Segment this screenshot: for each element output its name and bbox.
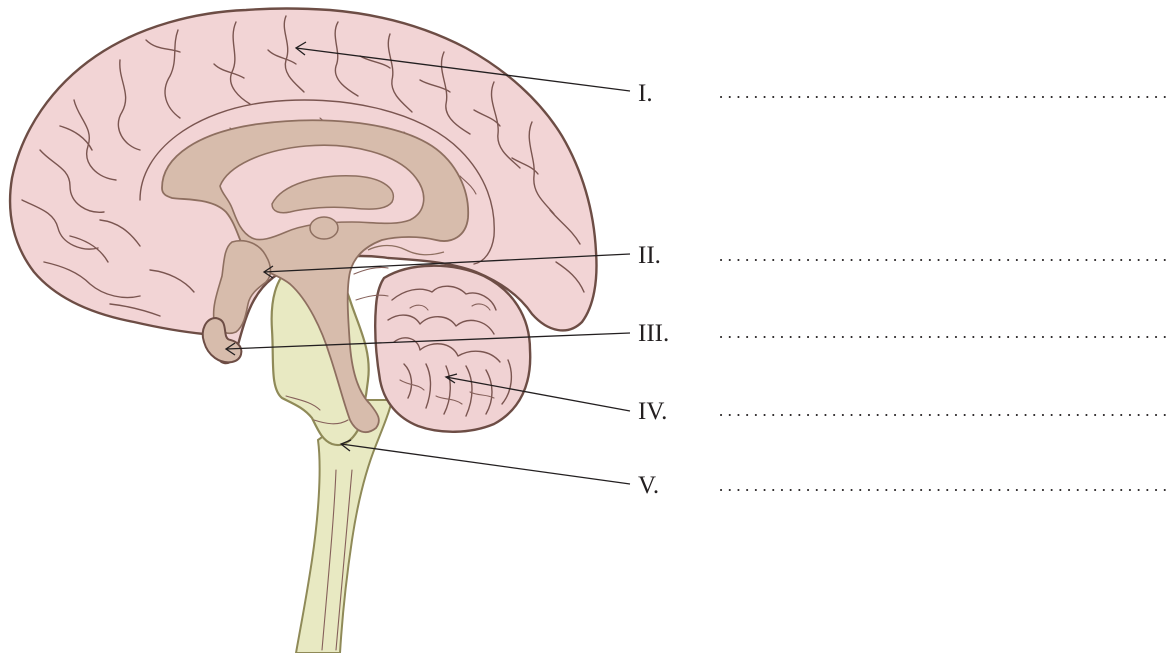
label-numeral-I: I.	[638, 80, 653, 107]
label-numeral-IV: IV.	[638, 398, 667, 425]
label-III: III.	[638, 320, 1170, 347]
label-II: II.	[638, 242, 1170, 269]
label-numeral-II: II.	[638, 242, 661, 269]
cerebellum	[375, 266, 530, 432]
label-numeral-V: V.	[638, 472, 659, 499]
label-V: V.	[638, 472, 1170, 499]
label-numeral-III: III.	[638, 320, 669, 347]
label-I: I.	[638, 80, 1170, 107]
leader-line-V	[341, 444, 630, 484]
label-IV: IV.	[638, 398, 1170, 425]
